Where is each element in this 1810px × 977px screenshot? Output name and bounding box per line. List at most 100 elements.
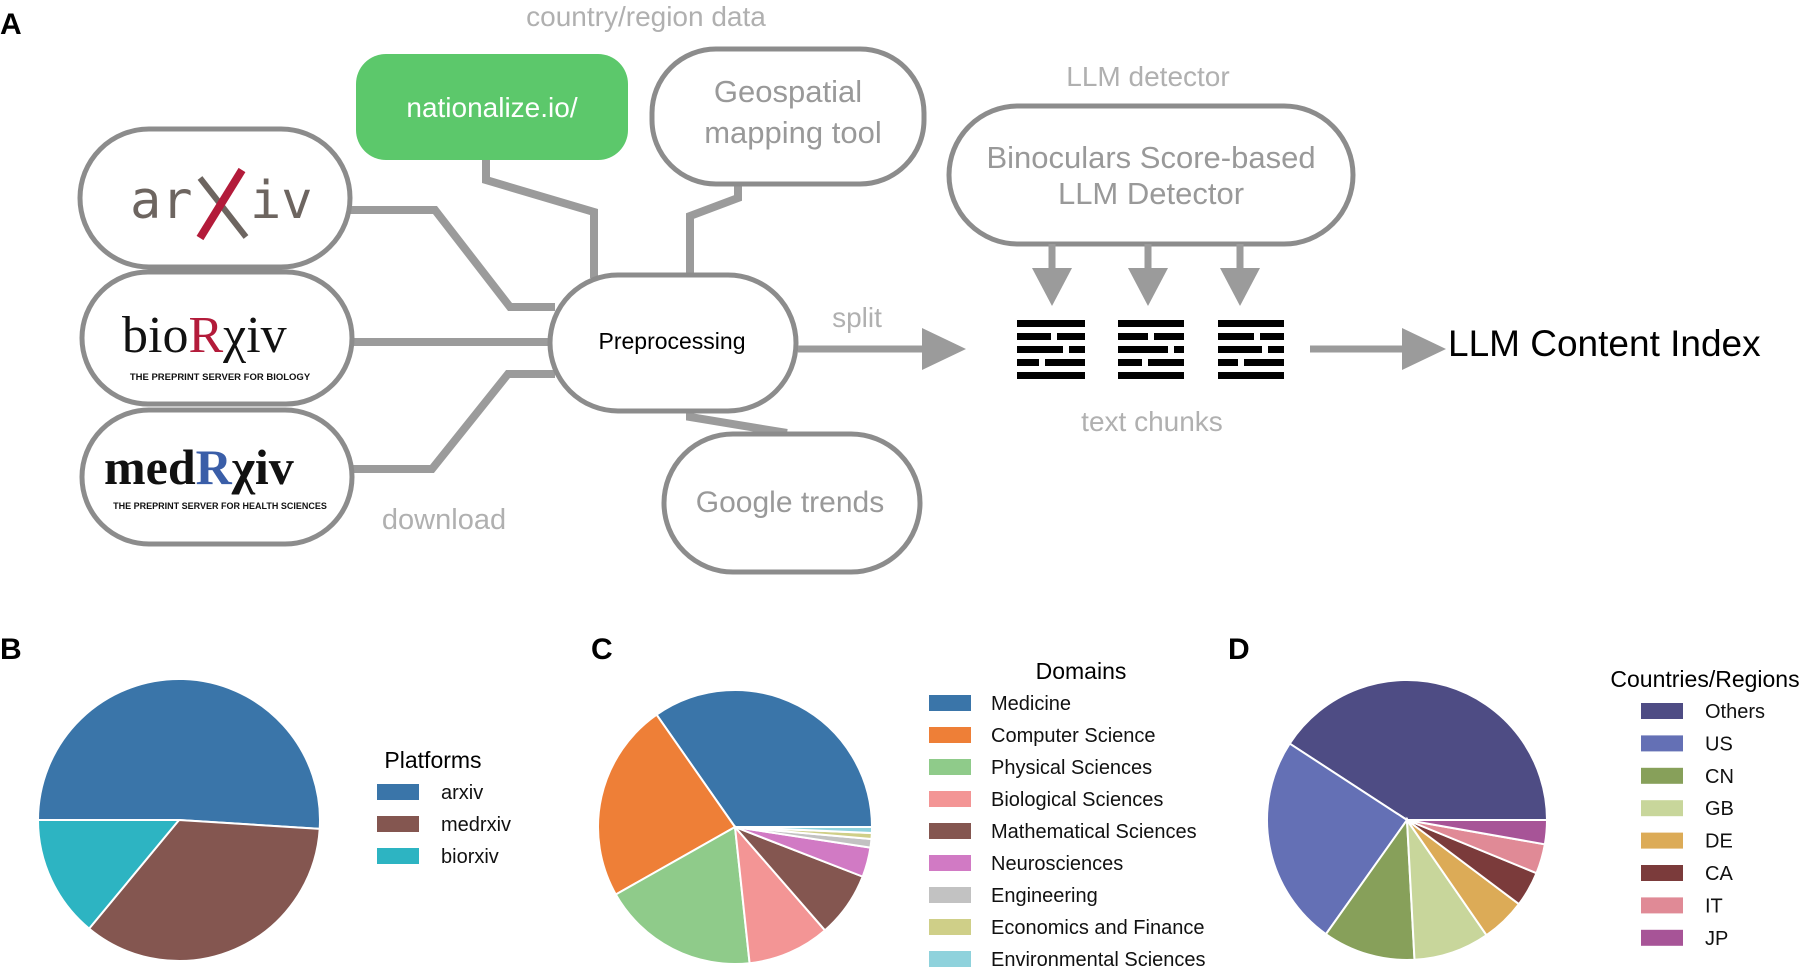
legend-label-neurosciences: Neurosciences: [991, 853, 1123, 875]
pie-slice-cn: [1324, 817, 1416, 961]
panel-letter-a: A: [0, 8, 22, 41]
svg-text:iv: iv: [250, 171, 313, 231]
pie-chart-domains: [597, 689, 874, 965]
legend-label-gb: GB: [1705, 798, 1734, 820]
legend-label-de: DE: [1705, 831, 1733, 853]
detector-arrows: [1032, 244, 1260, 306]
legend-label-biological-sciences: Biological Sciences: [991, 789, 1163, 811]
legend-label-medrxiv: medrxiv: [441, 814, 511, 836]
legend-swatch-medicine: [929, 695, 971, 711]
legend-swatch-environmental-sciences: [929, 951, 971, 967]
legend-label-cn: CN: [1705, 766, 1734, 788]
detector-box: [946, 103, 1356, 247]
svg-text:bioRχiv: bioRχiv: [122, 307, 287, 364]
legend-swatch-cn: [1641, 767, 1683, 784]
pie-slice-biological-sciences: [733, 823, 827, 965]
legend-swatch-de: [1641, 832, 1683, 849]
legend-swatch-computer-science: [929, 727, 971, 743]
pie-slice-medicine: [655, 689, 874, 828]
legend-title: Domains: [1036, 658, 1127, 684]
legend-title: Countries/Regions: [1610, 666, 1799, 692]
legend-swatch-jp: [1641, 929, 1683, 946]
legend-swatch-us: [1641, 735, 1683, 752]
panel-letter-c: C: [591, 633, 613, 666]
pie-slice-biorxiv: [36, 819, 182, 931]
legend-label-environmental-sciences: Environmental Sciences: [991, 949, 1206, 971]
pie-slice-medrxiv: [87, 818, 321, 962]
legend-label-ca: CA: [1705, 863, 1733, 885]
geospatial-line2: mapping tool: [704, 115, 882, 150]
legend-swatch-gb: [1641, 800, 1683, 817]
legend-label-medicine: Medicine: [991, 693, 1071, 715]
pie-chart-countries: [1266, 679, 1549, 961]
legend-swatch-others: [1641, 703, 1683, 719]
legend-label-us: US: [1705, 733, 1733, 755]
legend-swatch-biological-sciences: [929, 791, 971, 807]
legend-swatch-biorxiv: [377, 848, 419, 864]
google-trends-label: Google trends: [696, 486, 884, 519]
legend-label-others: Others: [1705, 701, 1765, 723]
pie-slice-us: [1266, 742, 1409, 936]
pie-slice-computer-science: [597, 713, 737, 896]
pie-chart-platforms: [36, 678, 321, 962]
country-region-data-label: country/region data: [526, 1, 766, 32]
connector-arxiv: [350, 206, 555, 311]
legend-swatch-physical-sciences: [929, 759, 971, 775]
pie-slice-jp: [1406, 819, 1549, 846]
legend-swatch-engineering: [929, 887, 971, 903]
llm-content-index-label: LLM Content Index: [1448, 323, 1761, 364]
nationalize-box: [356, 54, 628, 160]
medrxiv-logo: medRχiv THE PREPRINT SERVER FOR HEALTH S…: [104, 439, 327, 511]
text-chunk-icon-1: [1017, 320, 1085, 379]
legend-swatch-mathematical-sciences: [929, 823, 971, 839]
pie-slice-physical-sciences: [614, 825, 751, 965]
llm-detector-label: LLM detector: [1066, 61, 1229, 92]
pie-slice-environmental-sciences: [734, 826, 874, 835]
legend-label-mathematical-sciences: Mathematical Sciences: [991, 821, 1197, 843]
detector-line2: LLM Detector: [1058, 176, 1244, 211]
connector-nationalize: [482, 160, 598, 278]
legend-label-physical-sciences: Physical Sciences: [991, 757, 1152, 779]
preprocessing-label: Preprocessing: [598, 328, 745, 354]
text-chunk-icon-3: [1218, 320, 1284, 379]
legend-swatch-economics-and-finance: [929, 919, 971, 935]
legend-label-jp: JP: [1705, 928, 1728, 950]
legend-label-it: IT: [1705, 895, 1723, 917]
index-arrow-head: [1402, 328, 1446, 370]
legend-swatch-medrxiv: [377, 816, 419, 832]
nationalize-label: nationalize.io/: [406, 92, 577, 123]
detector-line1: Binoculars Score-based: [986, 140, 1315, 175]
text-chunks-label: text chunks: [1081, 406, 1223, 437]
legend-label-biorxiv: biorxiv: [441, 846, 499, 868]
legend-label-economics-and-finance: Economics and Finance: [991, 917, 1204, 939]
geospatial-box: [649, 46, 927, 187]
svg-text:medRχiv: medRχiv: [104, 439, 294, 495]
download-label: download: [382, 504, 506, 536]
legend-title: Platforms: [384, 747, 481, 773]
pie-slice-arxiv: [36, 678, 321, 830]
medrxiv-box: [79, 407, 355, 547]
legend-label-computer-science: Computer Science: [991, 725, 1156, 747]
svg-text:ar: ar: [130, 171, 193, 231]
preprocessing-box: [547, 272, 799, 414]
google-trends-box: [661, 431, 923, 575]
geospatial-line1: Geospatial: [714, 74, 862, 109]
biorxiv-box: [79, 269, 355, 407]
pipeline-diagram: country/region data nationalize.io/ Geos…: [77, 1, 1761, 575]
legend-label-arxiv: arxiv: [441, 782, 483, 804]
legend-swatch-neurosciences: [929, 855, 971, 871]
legend-label-engineering: Engineering: [991, 885, 1098, 907]
arxiv-logo: ar iv: [130, 167, 313, 241]
legend-swatch-arxiv: [377, 784, 419, 800]
split-label: split: [832, 302, 882, 333]
text-chunk-icon-2: [1118, 320, 1184, 379]
split-arrow-head: [922, 328, 966, 370]
legend-swatch-ca: [1641, 865, 1683, 881]
panel-letter-b: B: [0, 633, 22, 666]
legend-platforms: Platforms arxiv medrxiv biorxiv: [377, 747, 511, 868]
connector-medrxiv: [352, 370, 555, 473]
connector-geospatial: [686, 182, 742, 276]
